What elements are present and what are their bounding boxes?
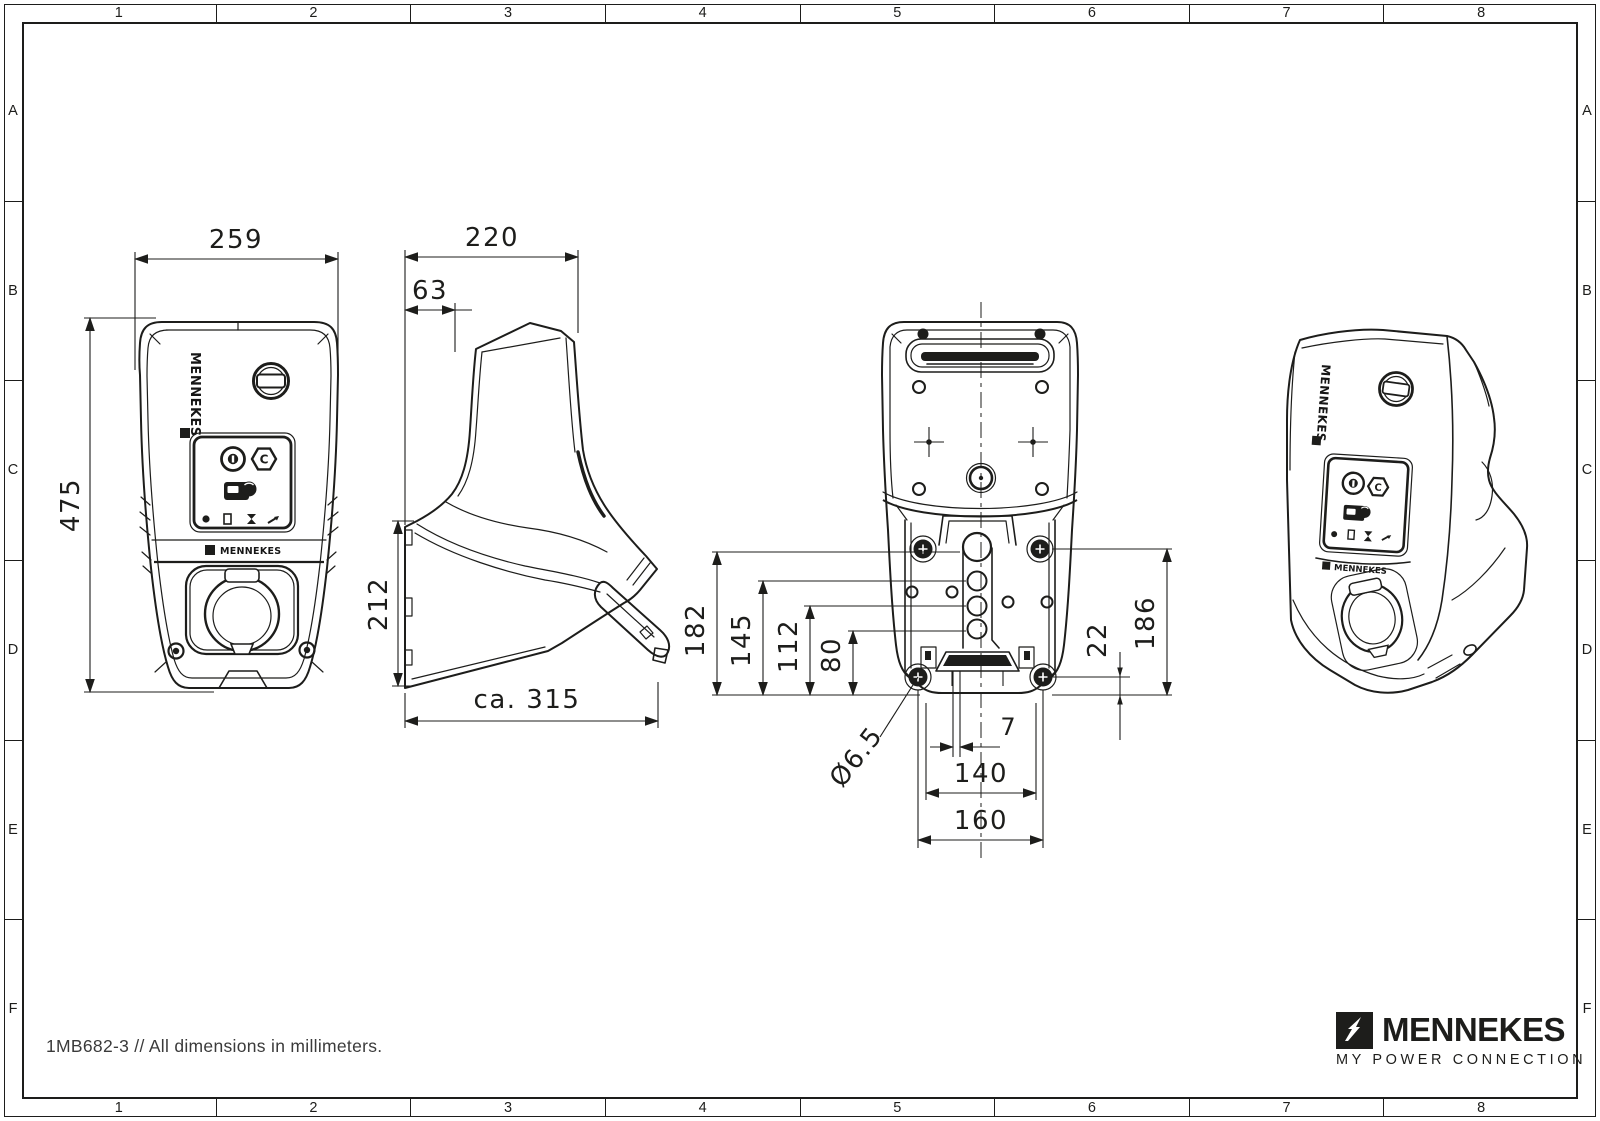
grid-col-label: 4 [604, 1099, 800, 1117]
grid-col-label: 5 [799, 1099, 995, 1117]
perspective-view: MENNEKES C [1286, 328, 1529, 694]
socket-hinge-flap [224, 568, 260, 583]
grid-row-label: B [1578, 200, 1596, 381]
grid-col-label: 1 [114, 1099, 123, 1116]
control-panel: C [189, 432, 296, 533]
dim-rear-160: 160 [954, 806, 1008, 836]
dim-rear-182: 182 [681, 603, 711, 657]
side-dimensions: 220 63 212 ca. 315 [364, 223, 660, 728]
drawing-note: 1MB682-3 // All dimensions in millimeter… [46, 1036, 383, 1056]
dim-side-top-offset: 63 [412, 276, 448, 306]
key-switch-perspective[interactable] [1378, 371, 1414, 407]
side-view [404, 322, 671, 689]
device-logo-vertical-perspective: MENNEKES [1314, 364, 1333, 443]
grid-col-label: 1 [114, 4, 123, 21]
grid-row-label: B [4, 200, 22, 381]
grid-row-label: D [1578, 560, 1596, 740]
device-logo-bar: MENNEKES [220, 546, 281, 557]
mounting-screws [904, 535, 1057, 691]
brand-logo-block: MENNEKES MY POWER CONNECTION [1336, 1011, 1586, 1068]
grid-col-label: 6 [994, 4, 1189, 22]
dim-front-height: 475 [56, 478, 86, 532]
dim-rear-186: 186 [1131, 596, 1161, 650]
dim-rear-112: 112 [774, 619, 804, 673]
device-logo-vertical: MENNEKES [187, 352, 202, 437]
grid-row-label: F [1578, 919, 1596, 1099]
grid-row-label: D [4, 560, 22, 740]
dim-rear-140: 140 [954, 759, 1008, 789]
dim-side-depth: 220 [465, 223, 519, 253]
grid-row-label: F [4, 919, 22, 1099]
grid-col-label: 4 [604, 4, 800, 22]
grid-col-label: 7 [1188, 4, 1384, 22]
grid-row-label: E [4, 739, 22, 920]
lock-indicator-icon [220, 446, 246, 472]
svg-text:C: C [1374, 483, 1382, 494]
grid-row-label: A [1582, 103, 1592, 120]
dim-rear-145: 145 [727, 613, 757, 667]
cable-channel [938, 515, 1017, 649]
logo-bar-perspective: MENNEKES [1321, 561, 1387, 577]
control-panel-perspective: C [1319, 453, 1413, 557]
center-cross-marks [914, 427, 1048, 457]
brand-logo-icon [1336, 1011, 1373, 1049]
dim-side-total-depth: ca. 315 [474, 685, 581, 715]
grid-row-label: C [4, 380, 22, 560]
dim-rear-22: 22 [1083, 622, 1113, 658]
cable-clamp [920, 646, 1035, 686]
rear-dimensions: 182 145 112 80 186 22 Ø6.5 7 140 160 [681, 547, 1172, 848]
svg-text:MENNEKES: MENNEKES [1334, 563, 1387, 577]
rfid-card-icon[interactable] [224, 481, 257, 501]
logo-bar-icon [205, 545, 215, 555]
front-view: MENNEKES C [138, 321, 339, 689]
grid-col-label: 8 [1383, 4, 1578, 22]
rear-view [881, 302, 1079, 858]
key-switch[interactable] [252, 362, 290, 400]
grid-col-label: 3 [410, 1099, 605, 1117]
grid-col-label: 3 [410, 4, 605, 22]
brand-tagline: MY POWER CONNECTION [1336, 1052, 1587, 1068]
grid-row-label: E [1578, 739, 1596, 920]
dim-rear-80: 80 [817, 637, 847, 673]
front-dimensions: 259 475 [56, 225, 340, 694]
certification-icon: C [250, 447, 278, 471]
grid-col-label: 5 [799, 4, 995, 22]
cert-letter: C [260, 453, 269, 467]
grid-row-label: C [1578, 380, 1596, 560]
rear-handle-slot [905, 338, 1055, 373]
charging-socket-perspective[interactable] [1327, 565, 1421, 675]
dim-rear-slot: 7 [1000, 713, 1015, 741]
dim-side-lower-height: 212 [364, 577, 394, 631]
status-indicator-icons [202, 513, 279, 525]
grid-col-label: 2 [215, 4, 411, 22]
grid-col-label: 8 [1383, 1099, 1578, 1117]
brand-logo-text: MENNEKES [1382, 1011, 1566, 1048]
front-screws [167, 641, 316, 660]
grid-row-label: A [8, 103, 18, 120]
grid-col-label: 2 [215, 1099, 411, 1117]
grid-col-label: 6 [994, 1099, 1189, 1117]
dim-rear-hole-dia: Ø6.5 [824, 721, 889, 793]
plug-holder [593, 580, 671, 664]
dim-front-width: 259 [209, 225, 263, 255]
grid-col-label: 7 [1188, 1099, 1384, 1117]
charging-socket[interactable] [184, 564, 300, 656]
device-logo-icon [180, 428, 190, 438]
